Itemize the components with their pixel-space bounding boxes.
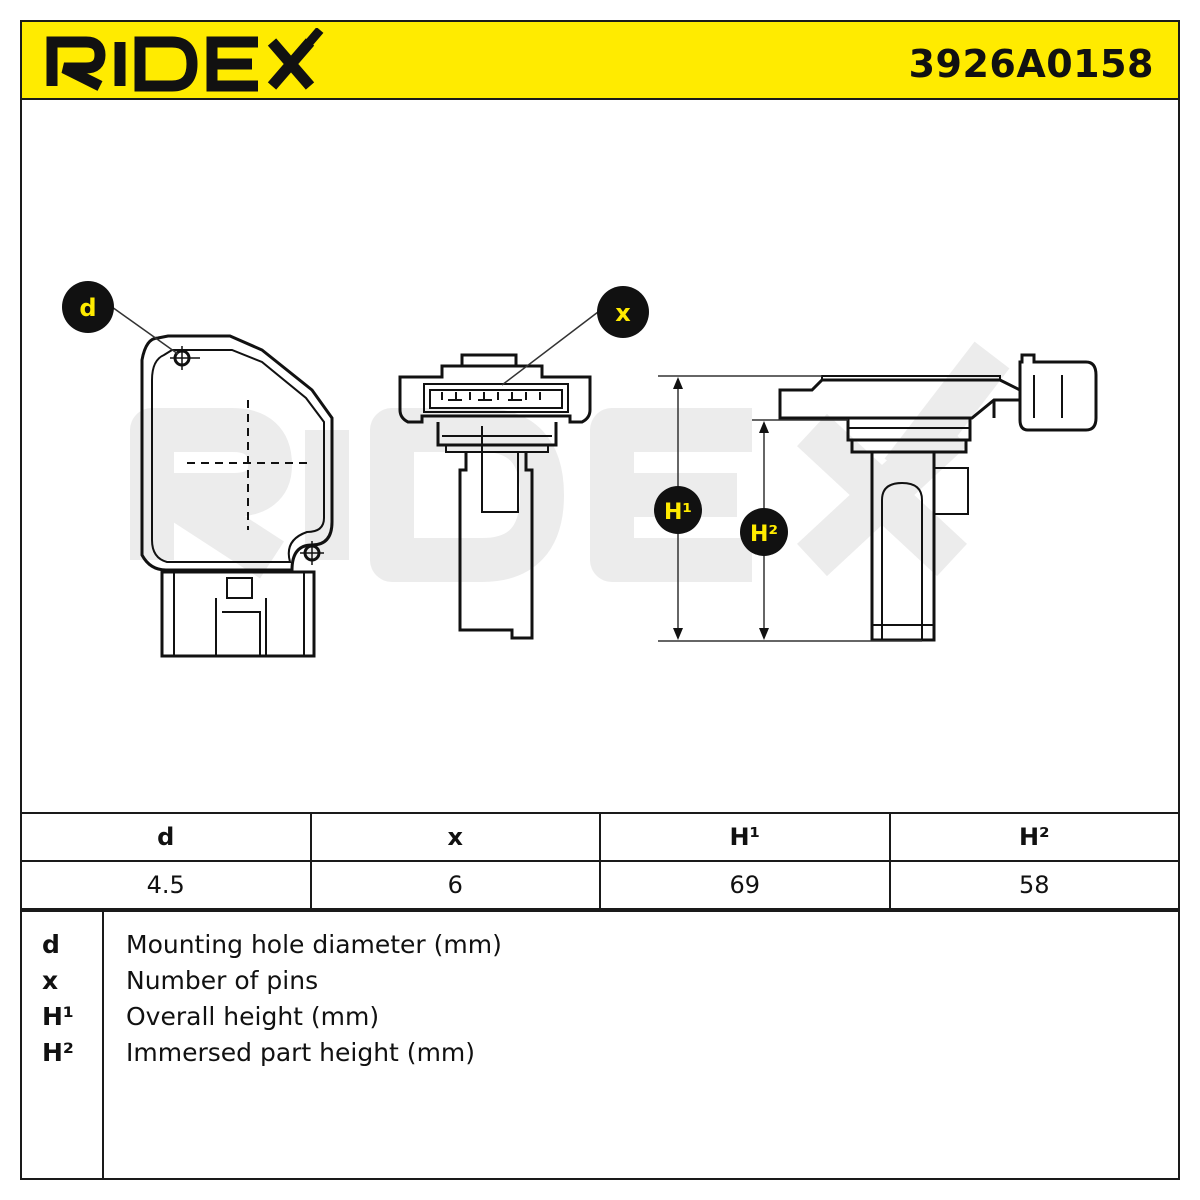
- spec-table: d x H¹ H² 4.5 6 69 58: [20, 812, 1180, 910]
- legend-symbol: H¹: [42, 1002, 74, 1031]
- callout-x: x: [501, 286, 649, 386]
- side-view: [398, 353, 592, 640]
- callout-d: d: [62, 281, 179, 355]
- legend-text: Number of pins: [126, 966, 319, 995]
- legend-row-h2: H² Immersed part height (mm): [22, 1038, 1172, 1074]
- spec-value-h2: 58: [888, 860, 1180, 910]
- legend-row-x: x Number of pins: [22, 966, 1172, 1002]
- legend-symbol: d: [42, 930, 60, 959]
- legend-text: Overall height (mm): [126, 1002, 380, 1031]
- technical-drawing: d x: [22, 100, 1178, 812]
- dimension-arrows: [673, 377, 769, 640]
- spec-header-d: d: [20, 812, 312, 862]
- callout-h2-label: H²: [750, 522, 778, 547]
- spec-header-row: d x H¹ H²: [20, 812, 1180, 862]
- spec-header-x: x: [309, 812, 601, 862]
- spec-value-d: 4.5: [20, 860, 312, 910]
- callout-d-label: d: [79, 294, 96, 322]
- spec-value-row: 4.5 6 69 58: [20, 860, 1180, 910]
- callout-h2: H²: [740, 508, 788, 556]
- ridex-watermark: [130, 341, 1010, 582]
- callout-x-label: x: [615, 299, 631, 327]
- legend-divider: [102, 912, 104, 1178]
- legend-symbol: H²: [42, 1038, 74, 1067]
- legend: d Mounting hole diameter (mm) x Number o…: [20, 910, 1180, 1180]
- callout-h1: H¹: [654, 486, 702, 534]
- header-bar: 3926A0158: [20, 20, 1180, 100]
- legend-text: Mounting hole diameter (mm): [126, 930, 502, 959]
- ridex-logo: [44, 27, 324, 96]
- spec-header-h2: H²: [888, 812, 1180, 862]
- front-view: [140, 334, 334, 658]
- callout-h1-label: H¹: [664, 500, 692, 525]
- spec-header-h1: H¹: [599, 812, 891, 862]
- spec-value-h1: 69: [599, 860, 891, 910]
- legend-row-h1: H¹ Overall height (mm): [22, 1002, 1172, 1038]
- profile-view: [778, 353, 1098, 642]
- legend-row-d: d Mounting hole diameter (mm): [22, 930, 1172, 966]
- part-number: 3926A0158: [908, 42, 1154, 86]
- spec-value-x: 6: [309, 860, 601, 910]
- legend-symbol: x: [42, 966, 59, 995]
- legend-text: Immersed part height (mm): [126, 1038, 476, 1067]
